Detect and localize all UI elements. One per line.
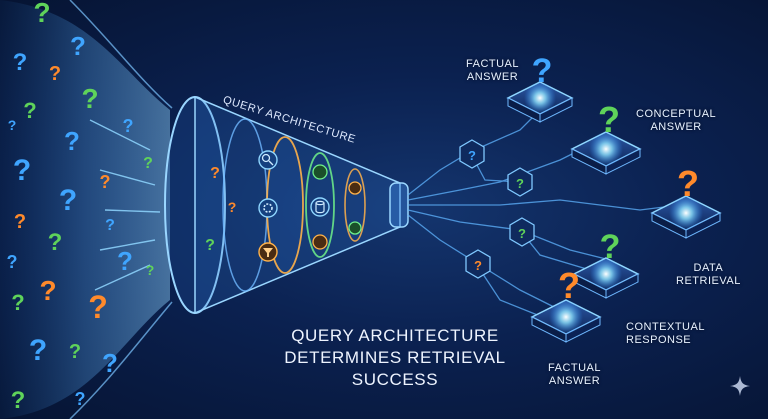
outcome-label-line: DATA [693, 262, 724, 274]
question-mark-icon: ? [8, 117, 17, 133]
filter-icon [258, 242, 278, 262]
outcome-label-factual-top: FACTUAL ANSWER [466, 58, 519, 84]
outcome-label-factual-bottom: FACTUAL ANSWER [548, 362, 601, 388]
question-mark-icon: ? [70, 31, 86, 61]
flow-arrows [89, 119, 161, 291]
question-mark-icon: ? [88, 289, 108, 325]
svg-text:?: ? [518, 226, 526, 241]
svg-text:?: ? [474, 258, 482, 273]
headline: QUERY ARCHITECTURE DETERMINES RETRIEVAL … [250, 325, 540, 391]
question-mark-icon: ? [81, 83, 98, 114]
question-mark-icon: ? [75, 389, 86, 409]
search-icon [258, 150, 278, 170]
question-mark-icon: ? [532, 52, 553, 90]
light-stream [0, 0, 170, 419]
tile-conceptual: ? [570, 99, 642, 175]
question-mark-icon: ? [48, 229, 63, 256]
outcome-label-line: FACTUAL [466, 58, 520, 70]
outcome-label-line: ANSWER [548, 375, 601, 387]
question-mark-icon: ? [13, 49, 28, 76]
hex-node: ? [507, 167, 533, 197]
hex-node: ? [509, 217, 535, 247]
hex-node: ? [459, 139, 485, 169]
outcome-label-line: CONCEPTUAL [636, 108, 717, 120]
question-cloud: ? ? ? ? ? ? ? ? ? ? ? ? ? ? ? ? ? ? ? ? … [7, 0, 237, 414]
tile-factual-bottom: ? [530, 265, 602, 343]
hex-node: ? [465, 249, 491, 279]
question-mark-icon: ? [100, 172, 111, 192]
funnel [164, 95, 409, 315]
question-mark-icon: ? [69, 341, 81, 363]
question-mark-icon: ? [117, 246, 133, 276]
outcome-label-line: ANSWER [650, 121, 702, 133]
outcome-tiles: ? ? ? ? [506, 52, 722, 343]
outcome-label-line: RESPONSE [626, 334, 692, 346]
question-mark-icon: ? [105, 217, 115, 234]
tile-contextual: ? [572, 228, 640, 299]
outcome-label-line: ANSWER [466, 71, 519, 83]
question-mark-icon: ? [64, 126, 80, 156]
funnel-neck [389, 182, 409, 228]
tile-factual-top: ? [506, 52, 574, 123]
hex-nodes: ? ? ? ? [459, 139, 535, 279]
question-mark-icon: ? [102, 348, 118, 378]
question-mark-icon: ? [600, 228, 621, 266]
question-mark-icon: ? [11, 290, 24, 315]
question-mark-icon: ? [33, 0, 50, 28]
question-mark-icon: ? [39, 275, 56, 306]
question-mark-icon: ? [29, 334, 47, 367]
question-mark-icon: ? [228, 199, 237, 215]
outcome-label-line: CONTEXTUAL [626, 321, 705, 333]
question-mark-icon: ? [598, 99, 620, 140]
question-mark-icon: ? [205, 237, 215, 254]
gear-icon [258, 198, 278, 218]
outcome-label-data-retrieval: DATA RETRIEVAL [676, 262, 741, 288]
funnel-ring-4 [344, 168, 366, 242]
question-mark-icon: ? [14, 211, 26, 233]
question-mark-icon: ? [59, 184, 77, 217]
question-mark-icon: ? [23, 98, 36, 123]
headline-line-1: QUERY ARCHITECTURE [291, 326, 499, 345]
question-mark-icon: ? [677, 163, 699, 204]
stream-edge-top [69, 0, 173, 109]
outcome-label-conceptual: CONCEPTUAL ANSWER [636, 108, 716, 134]
outcome-label-line: RETRIEVAL [676, 275, 741, 287]
question-mark-icon: ? [146, 262, 155, 278]
question-mark-icon: ? [143, 155, 153, 172]
database-icon [310, 197, 330, 217]
outcome-label-line: FACTUAL [548, 362, 602, 374]
funnel-ring-3 [305, 152, 335, 258]
question-mark-icon: ? [123, 116, 134, 136]
question-mark-icon: ? [11, 387, 26, 414]
outcome-label-contextual: CONTEXTUAL RESPONSE [626, 321, 705, 347]
question-mark-icon: ? [49, 63, 61, 85]
svg-text:?: ? [516, 176, 524, 191]
stream-edge-bottom [69, 301, 173, 419]
question-mark-icon: ? [210, 165, 220, 182]
tile-data-retrieval: ? [650, 163, 722, 239]
svg-text:?: ? [468, 148, 476, 163]
question-mark-icon: ? [7, 252, 18, 272]
question-mark-icon: ? [558, 265, 580, 306]
circuit-lines [407, 109, 681, 319]
question-mark-icon: ? [13, 154, 31, 187]
filter-icon [312, 164, 362, 250]
headline-line-2: DETERMINES RETRIEVAL SUCCESS [284, 348, 506, 389]
sparkle-icon [730, 376, 750, 396]
